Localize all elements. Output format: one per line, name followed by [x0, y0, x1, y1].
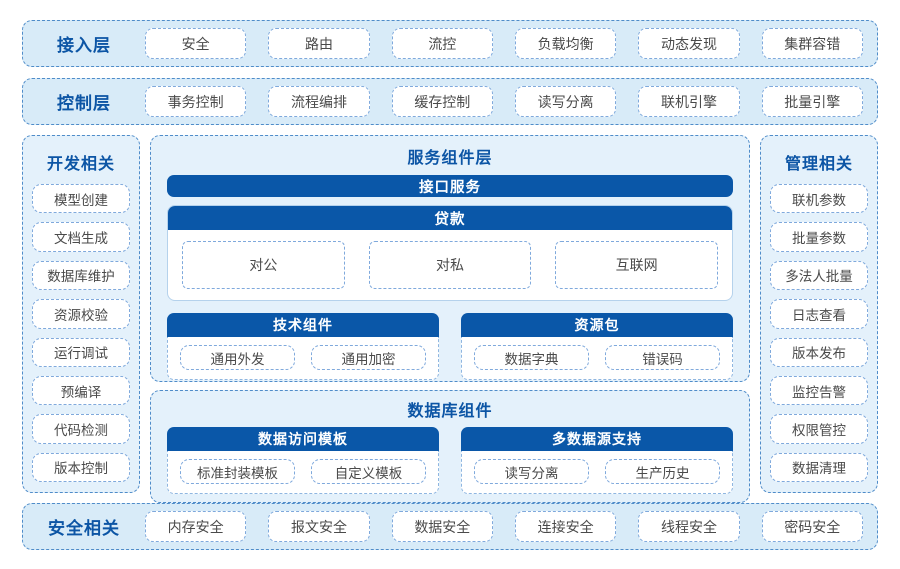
resource-item: 错误码 [605, 345, 720, 370]
control-item: 批量引擎 [761, 86, 863, 117]
mgmt-item: 日志查看 [770, 299, 868, 329]
middle-band: 开发相关 模型创建 文档生成 数据库维护 资源校验 运行调试 预编译 代码检测 … [22, 135, 878, 503]
control-layer-label: 控制层 [57, 94, 111, 113]
access-layer-items: 安全 路由 流控 负载均衡 动态发现 集群容错 [145, 28, 863, 59]
tech-component-group: 技术组件 通用外发 通用加密 [167, 313, 439, 380]
multi-datasource-group: 多数据源支持 读写分离 生产历史 [461, 427, 733, 494]
interface-service-bar: 接口服务 [167, 175, 733, 197]
datasource-item: 生产历史 [605, 459, 720, 484]
dev-item: 数据库维护 [32, 260, 130, 291]
resource-item: 数据字典 [474, 345, 589, 370]
security-layer-row: 安全相关 内存安全 报文安全 数据安全 连接安全 线程安全 密码安全 [22, 503, 878, 550]
loan-item: 对公 [182, 241, 345, 289]
security-item: 内存安全 [145, 511, 247, 542]
security-layer-items: 内存安全 报文安全 数据安全 连接安全 线程安全 密码安全 [145, 511, 863, 542]
service-subgroups: 技术组件 通用外发 通用加密 资源包 数据字典 错误码 [167, 313, 733, 380]
tech-item: 通用外发 [180, 345, 295, 370]
mgmt-item: 批量参数 [770, 222, 868, 252]
access-item: 动态发现 [638, 28, 740, 59]
security-item: 连接安全 [514, 511, 617, 542]
database-panel-title: 数据库组件 [407, 403, 493, 420]
security-layer-label: 安全相关 [48, 519, 120, 538]
loan-group-header: 贷款 [168, 206, 732, 230]
service-panel-title: 服务组件层 [407, 150, 493, 167]
control-item: 读写分离 [514, 86, 617, 117]
database-component-panel: 数据库组件 数据访问模板 标准封装模板 自定义模板 多数据源支持 读写分离 生 [150, 390, 750, 503]
access-layer-label: 接入层 [57, 36, 111, 55]
tech-item: 通用加密 [311, 345, 426, 370]
dev-item: 版本控制 [32, 452, 130, 482]
dev-sidebar-items: 模型创建 文档生成 数据库维护 资源校验 运行调试 预编译 代码检测 版本控制 [32, 184, 130, 482]
dev-sidebar-title: 开发相关 [46, 156, 115, 173]
template-item: 标准封装模板 [180, 459, 295, 484]
security-item: 数据安全 [391, 511, 493, 542]
mgmt-item: 多法人批量 [770, 260, 868, 291]
dev-sidebar: 开发相关 模型创建 文档生成 数据库维护 资源校验 运行调试 预编译 代码检测 … [22, 135, 140, 493]
control-layer-row: 控制层 事务控制 流程编排 缓存控制 读写分离 联机引擎 批量引擎 [22, 78, 878, 125]
database-subgroups: 数据访问模板 标准封装模板 自定义模板 多数据源支持 读写分离 生产历史 [167, 427, 733, 494]
mgmt-item: 联机参数 [770, 184, 868, 214]
center-column: 服务组件层 接口服务 贷款 对公 对私 互联网 技术组件 通用外发 [150, 135, 750, 503]
mgmt-item: 数据清理 [770, 452, 868, 482]
access-item: 安全 [145, 28, 247, 59]
data-access-template-body: 标准封装模板 自定义模板 [167, 451, 439, 494]
mgmt-sidebar-title: 管理相关 [784, 156, 853, 173]
mgmt-sidebar-items: 联机参数 批量参数 多法人批量 日志查看 版本发布 监控告警 权限管控 数据清理 [770, 184, 868, 482]
template-item: 自定义模板 [311, 459, 426, 484]
access-item: 集群容错 [761, 28, 863, 59]
mgmt-item: 权限管控 [770, 414, 868, 444]
dev-item: 资源校验 [32, 299, 130, 329]
loan-item: 互联网 [555, 241, 719, 289]
security-item: 线程安全 [638, 511, 740, 542]
data-access-template-group: 数据访问模板 标准封装模板 自定义模板 [167, 427, 439, 494]
control-item: 缓存控制 [391, 86, 493, 117]
access-item: 负载均衡 [514, 28, 617, 59]
datasource-item: 读写分离 [474, 459, 589, 484]
tech-component-body: 通用外发 通用加密 [167, 337, 439, 380]
loan-group: 贷款 对公 对私 互联网 [167, 205, 733, 301]
access-item: 路由 [268, 28, 370, 59]
control-item: 流程编排 [268, 86, 370, 117]
control-layer-items: 事务控制 流程编排 缓存控制 读写分离 联机引擎 批量引擎 [145, 86, 863, 117]
data-access-template-header: 数据访问模板 [167, 427, 439, 451]
security-item: 密码安全 [761, 511, 863, 542]
mgmt-item: 版本发布 [770, 337, 868, 367]
access-layer-row: 接入层 安全 路由 流控 负载均衡 动态发现 集群容错 [22, 20, 878, 67]
service-component-panel: 服务组件层 接口服务 贷款 对公 对私 互联网 技术组件 通用外发 [150, 135, 750, 382]
loan-group-body: 对公 对私 互联网 [168, 230, 732, 300]
multi-datasource-header: 多数据源支持 [461, 427, 733, 451]
dev-item: 预编译 [32, 375, 130, 406]
dev-item: 模型创建 [32, 184, 130, 214]
control-item: 联机引擎 [638, 86, 740, 117]
mgmt-sidebar: 管理相关 联机参数 批量参数 多法人批量 日志查看 版本发布 监控告警 权限管控… [760, 135, 878, 493]
resource-pack-header: 资源包 [461, 313, 733, 337]
access-item: 流控 [391, 28, 493, 59]
tech-component-header: 技术组件 [167, 313, 439, 337]
resource-pack-body: 数据字典 错误码 [461, 337, 733, 380]
security-item: 报文安全 [268, 511, 370, 542]
dev-item: 代码检测 [32, 414, 130, 444]
multi-datasource-body: 读写分离 生产历史 [461, 451, 733, 494]
control-item: 事务控制 [145, 86, 247, 117]
dev-item: 运行调试 [32, 337, 130, 367]
resource-pack-group: 资源包 数据字典 错误码 [461, 313, 733, 380]
mgmt-item: 监控告警 [770, 375, 868, 406]
loan-item: 对私 [368, 241, 532, 289]
dev-item: 文档生成 [32, 222, 130, 252]
